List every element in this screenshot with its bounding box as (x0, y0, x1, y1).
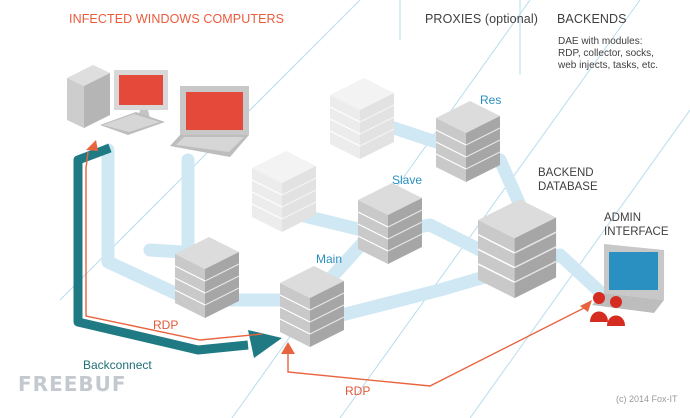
backend-database-server (477, 198, 557, 299)
main-label: Main (316, 252, 343, 266)
backend-database-label-line: BACKEND (538, 167, 594, 179)
ghost-proxy-server (329, 77, 395, 160)
watermark-logo: FREEBUF (18, 372, 127, 396)
admin-figures (590, 292, 625, 326)
main-server (279, 265, 345, 348)
admin-interface-label-line: INTERFACE (604, 226, 669, 238)
backends-header: BACKENDS (557, 12, 627, 26)
slave-server (357, 182, 423, 265)
backconnect-label: Backconnect (83, 358, 152, 372)
admin-laptop (592, 244, 664, 313)
infected-computer-laptop (170, 86, 249, 157)
infected-computers-header: INFECTED WINDOWS COMPUTERS (69, 12, 285, 26)
rdp-connector (287, 305, 589, 387)
backends-note-line: RDP, collector, socks, (558, 48, 654, 59)
backends-note-line: web injects, tasks, etc. (558, 60, 659, 71)
rdp-label-lower: RDP (345, 384, 371, 398)
res-server (435, 100, 501, 183)
proxies-header: PROXIES (optional) (425, 12, 538, 26)
laptop-screen-red (186, 92, 243, 130)
backends-note-line: DAE with modules: (558, 36, 643, 47)
admin-screen-blue (609, 252, 658, 290)
admin-interface-label-line: ADMIN (604, 212, 642, 224)
admin-interface-label: ADMIN INTERFACE (604, 211, 669, 239)
rdp-arrowhead (580, 300, 592, 312)
backconnect-arrow (73, 140, 282, 358)
slave-label: Slave (392, 173, 423, 187)
rdp-label-upper: RDP (153, 318, 179, 332)
res-label: Res (480, 93, 502, 107)
backend-database-label: BACKEND DATABASE (538, 166, 598, 194)
backend-database-label-line: DATABASE (538, 181, 598, 193)
rdp-arrowhead (281, 342, 295, 354)
backends-note: DAE with modules: RDP, collector, socks,… (558, 36, 658, 72)
infected-computer-desktop (67, 65, 168, 135)
infected-screen-red (119, 75, 163, 105)
copyright-notice: (c) 2014 Fox-IT (616, 394, 678, 404)
